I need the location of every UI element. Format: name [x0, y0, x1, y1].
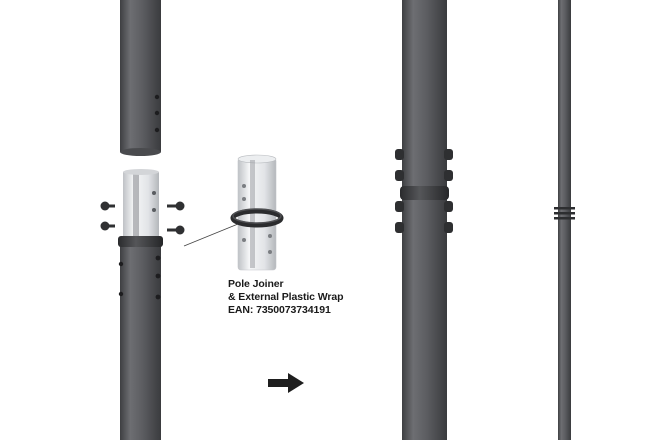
screw-icon	[167, 225, 185, 235]
screw-hole	[155, 294, 161, 300]
screw-hole	[155, 273, 161, 279]
screw-hole	[118, 291, 124, 297]
product-ean: EAN: 7350073734191	[228, 304, 331, 316]
screw-hole	[155, 255, 161, 261]
product-caption: Pole Joiner & External Plastic Wrap EAN:…	[228, 278, 343, 317]
screw-icon	[100, 201, 115, 211]
screws	[100, 201, 185, 235]
lower-pole	[118, 236, 163, 440]
screw-icon	[167, 201, 185, 211]
screw-hole	[154, 94, 160, 100]
upper-pole	[120, 0, 161, 156]
screw-hole	[118, 261, 124, 267]
screw-icon	[100, 221, 115, 231]
product-subtitle: & External Plastic Wrap	[228, 291, 344, 303]
screw-hole	[154, 110, 160, 116]
right-arrow-icon	[268, 373, 304, 393]
plastic-wrap	[400, 186, 449, 200]
plastic-wrap	[118, 236, 163, 247]
full-length-pole	[554, 0, 575, 440]
pole-joiner-detail	[230, 154, 284, 271]
screw-hole	[154, 127, 160, 133]
product-name: Pole Joiner	[228, 278, 284, 290]
leader-line	[183, 223, 239, 247]
assembled-pole	[395, 0, 453, 440]
inserted-joiner	[123, 169, 159, 238]
